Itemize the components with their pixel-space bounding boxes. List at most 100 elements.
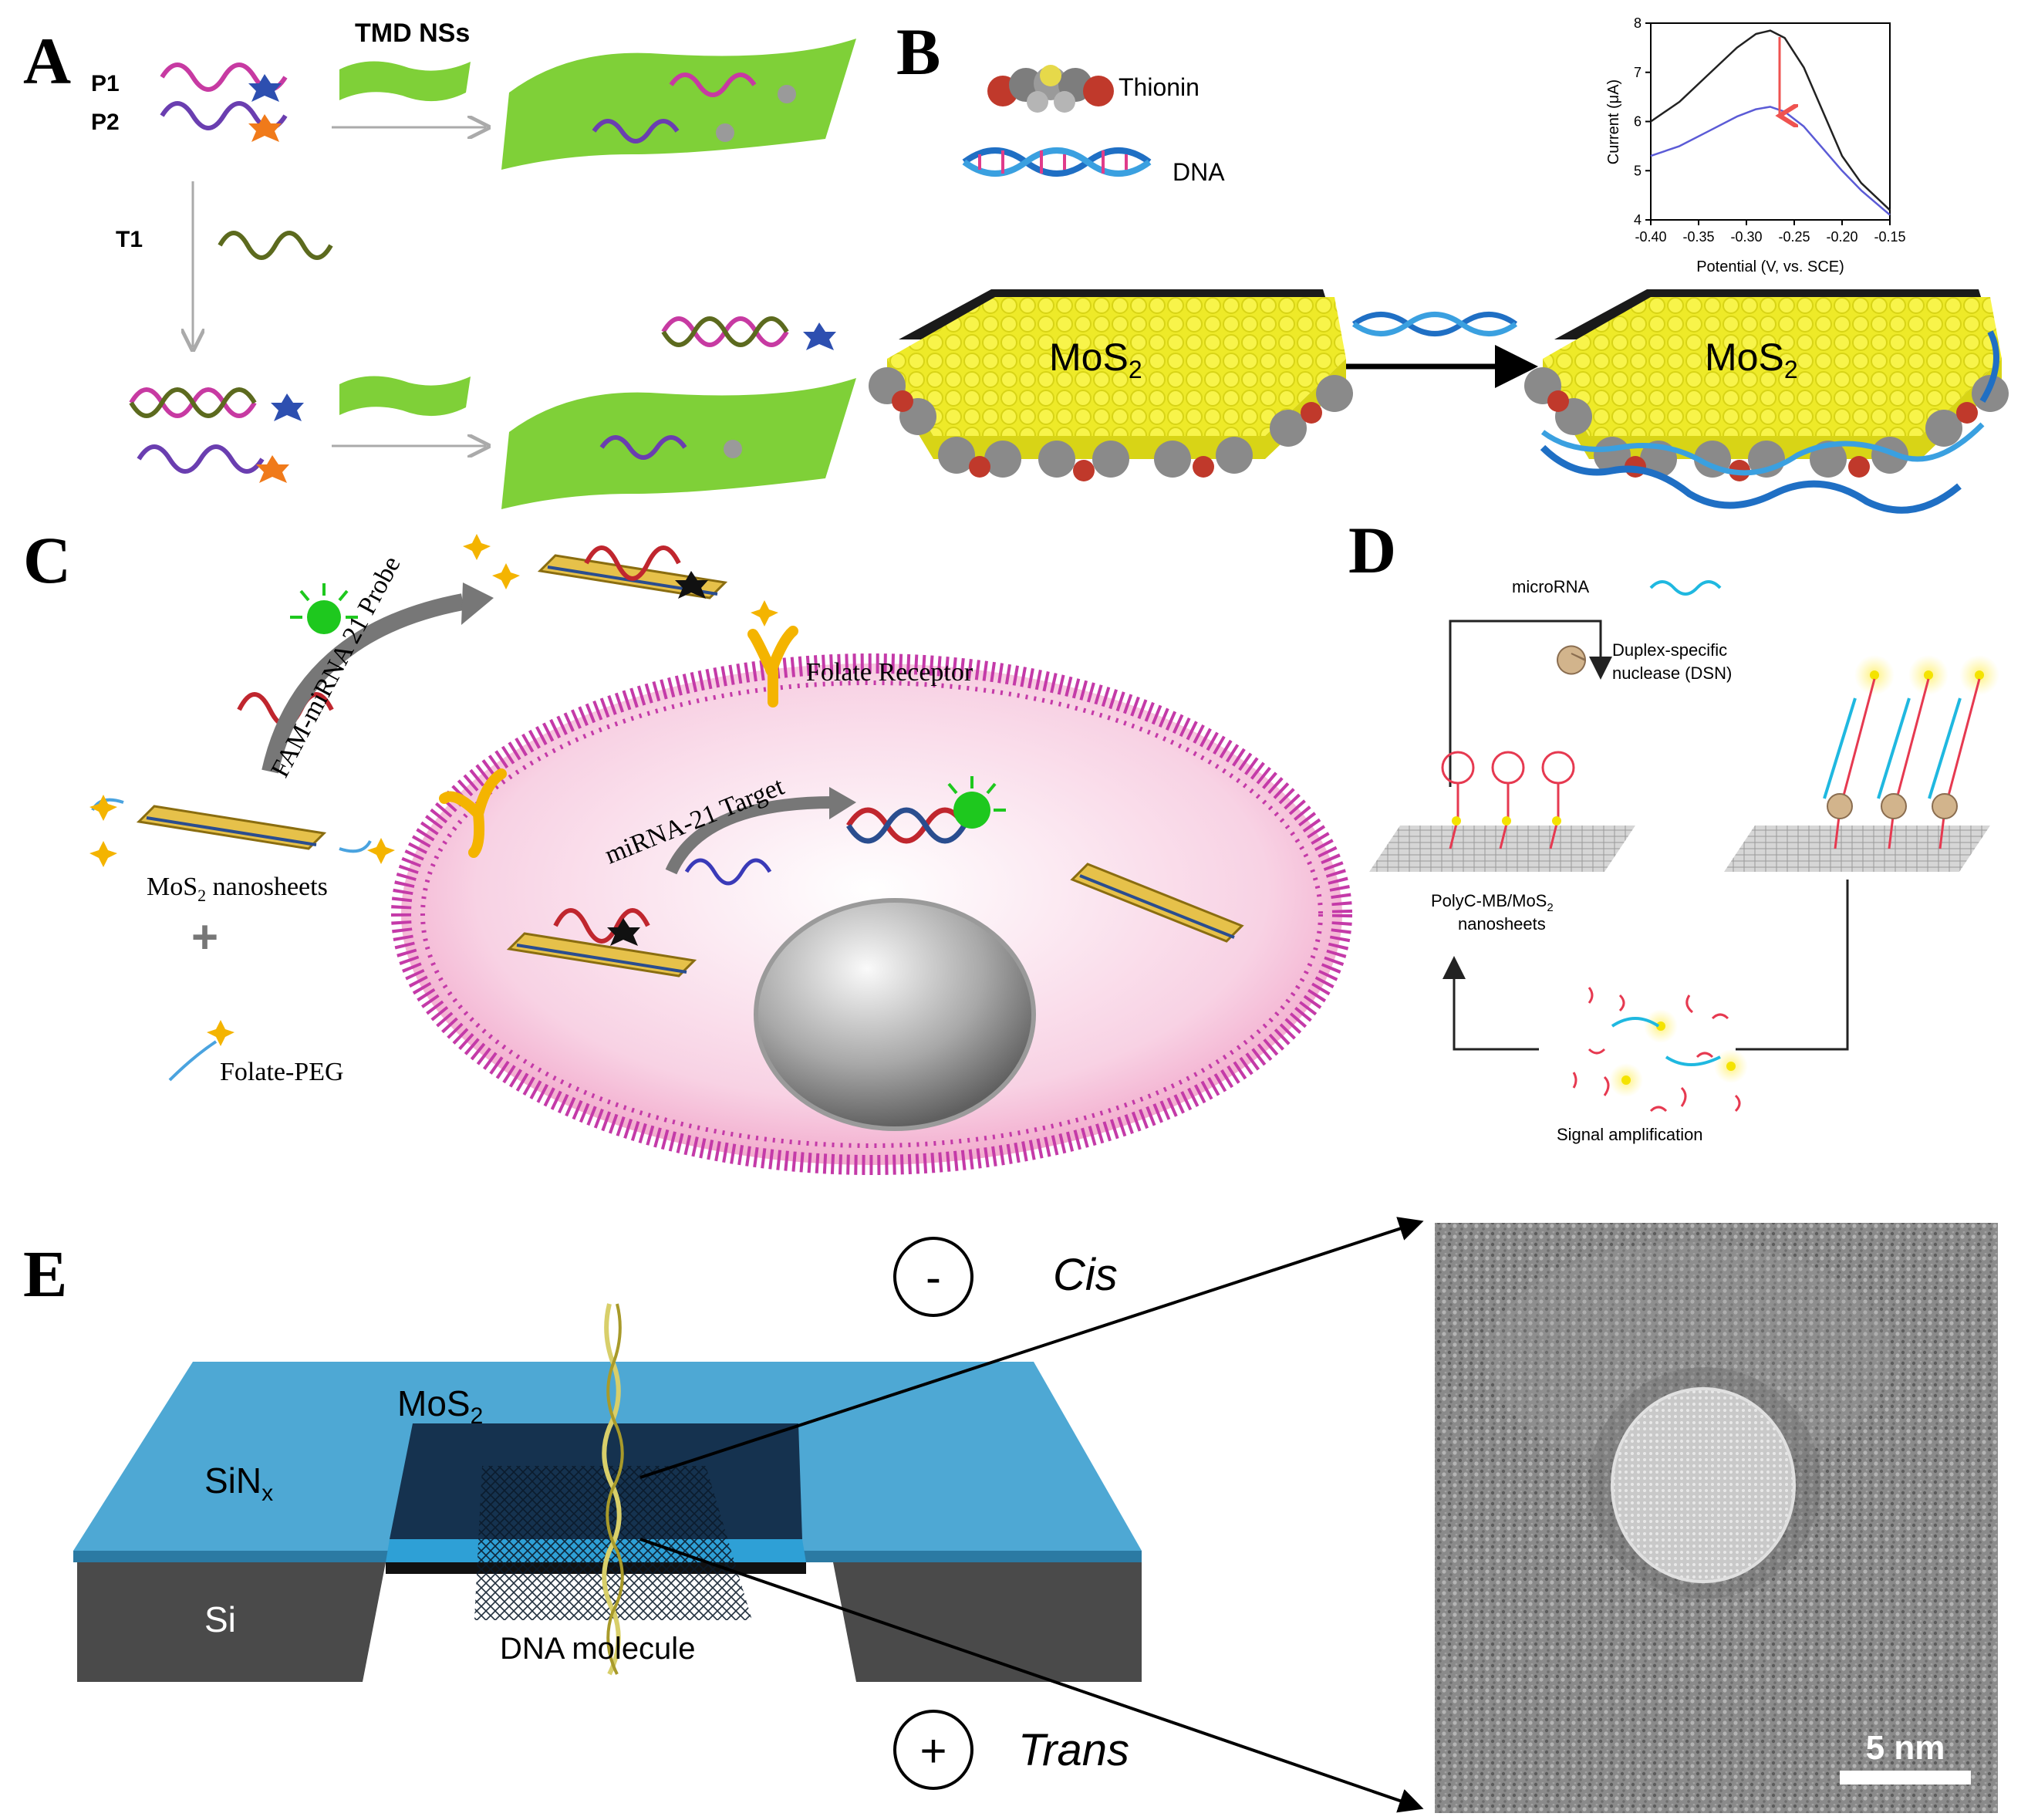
panel-a: A P1 P2 TMD NSs T1 bbox=[23, 19, 856, 509]
mos2-probe-complex-top bbox=[463, 534, 778, 626]
y-tick-label: 5 bbox=[1634, 163, 1642, 178]
cis-electrode-circle bbox=[893, 1237, 973, 1317]
nucleus bbox=[754, 898, 1036, 1131]
folate-receptor-icon bbox=[747, 626, 798, 707]
panel-d-letter: D bbox=[1348, 513, 1396, 587]
duplex-star-icon bbox=[271, 393, 304, 421]
x-tick-label: -0.30 bbox=[1730, 229, 1762, 245]
pointer-line-top bbox=[639, 1217, 1424, 1479]
peg-chain bbox=[168, 1040, 218, 1082]
quenched-dot-2 bbox=[716, 123, 734, 142]
label-sinx: SiNx bbox=[204, 1460, 273, 1506]
p2-bottom bbox=[137, 444, 265, 474]
panel-e-letter: E bbox=[23, 1237, 67, 1311]
fam-fluorophore-icon bbox=[307, 600, 341, 634]
label-tmd-nss: TMD NSs bbox=[355, 19, 470, 48]
target-arrow-head bbox=[829, 787, 856, 819]
y-tick-label: 7 bbox=[1634, 65, 1642, 80]
tem-image: 5 nm bbox=[1435, 1223, 1998, 1813]
scale-bar bbox=[1840, 1771, 1971, 1785]
label-polyc-mb: PolyC-MB/MoS2 bbox=[1431, 891, 1554, 914]
probe-arrow bbox=[261, 593, 465, 774]
p1-fluorophore-star-icon bbox=[248, 74, 282, 102]
tmd-sheet-small-2 bbox=[339, 376, 471, 417]
panel-d: D microRNA Duplex-specific nuclease (DSN… bbox=[1348, 513, 1999, 1144]
label-mos2-device: MoS2 bbox=[397, 1383, 483, 1429]
opened-probes bbox=[1823, 655, 1999, 849]
x-tick-label: -0.15 bbox=[1874, 229, 1905, 245]
mos2-sheet-left bbox=[1369, 826, 1635, 872]
si-right bbox=[833, 1562, 1142, 1682]
adsorbed-p2-bottom bbox=[599, 435, 687, 460]
x-tick-label: -0.40 bbox=[1635, 229, 1666, 245]
chart-x-label: Potential (V, vs. SCE) bbox=[1696, 258, 1844, 275]
legend-dna: DNA bbox=[1173, 158, 1225, 186]
label-p1: P1 bbox=[91, 71, 120, 96]
panel-b: B Thionin DNA bbox=[869, 15, 2009, 514]
duplex-t1 bbox=[129, 387, 257, 418]
dna-molecule-strand-2 bbox=[606, 1303, 624, 1675]
dna-helix-icon bbox=[962, 147, 1152, 177]
mos2-left-label: MoS2 bbox=[1049, 336, 1142, 383]
tem-haze bbox=[1489, 1242, 1890, 1474]
beacon-dye bbox=[1452, 816, 1461, 826]
dna-helix-icon-arrow bbox=[1351, 312, 1518, 336]
label-signal-amplification: Signal amplification bbox=[1557, 1125, 1703, 1144]
label-probe: FAM-miRNA 21 Probe bbox=[265, 552, 406, 782]
label-plus: + bbox=[919, 1725, 946, 1777]
tmd-sheet-large-top bbox=[501, 39, 856, 170]
t1-strand bbox=[218, 231, 333, 260]
y-tick-label: 6 bbox=[1634, 114, 1642, 130]
folate-receptor-icon-2 bbox=[439, 768, 507, 858]
si-left bbox=[77, 1562, 386, 1682]
adsorbed-p1 bbox=[669, 73, 757, 97]
series-line-1 bbox=[1650, 29, 1891, 211]
x-tick-label: -0.20 bbox=[1826, 229, 1857, 245]
thionin-molecule-icon bbox=[987, 65, 1114, 113]
label-folate-receptor: Folate Receptor bbox=[806, 658, 973, 687]
p2-fluorophore-star-icon bbox=[248, 114, 282, 142]
target-mirna bbox=[684, 858, 772, 886]
label-microrna: microRNA bbox=[1512, 577, 1590, 596]
label-mos2-nanosheets: MoS2 nanosheets bbox=[147, 873, 328, 905]
label-si: Si bbox=[204, 1599, 236, 1639]
released-star-icon bbox=[803, 322, 836, 350]
label-t1: T1 bbox=[116, 227, 143, 252]
label-cis: Cis bbox=[1053, 1250, 1118, 1300]
mos2-slab-left: MoS2 bbox=[869, 289, 1353, 481]
tmd-sheet-small bbox=[339, 61, 471, 102]
label-p2: P2 bbox=[91, 110, 120, 135]
mos2-nanosheet-inside-right bbox=[1070, 863, 1244, 943]
cycle-arrow-top bbox=[1449, 620, 1612, 787]
plus-sign: + bbox=[191, 911, 218, 963]
mos2-nanosheet-free bbox=[89, 795, 395, 867]
tem-nanopore bbox=[1611, 1387, 1796, 1583]
mos2-probe-complex-inside bbox=[506, 908, 697, 978]
released-t1 bbox=[661, 316, 789, 347]
microrna-icon bbox=[1649, 580, 1722, 596]
probe-arrow-head bbox=[461, 582, 494, 625]
cycle-arrow-left bbox=[1442, 956, 1539, 1051]
folate-star-icon bbox=[207, 1020, 235, 1046]
membrane-inner bbox=[420, 680, 1323, 1148]
legend-thionin: Thionin bbox=[1119, 73, 1200, 101]
released-duplex-glowing bbox=[846, 776, 1006, 844]
panel-c: C Folate Receptor MoS2 nanosheets + Fola… bbox=[23, 523, 1352, 1175]
x-tick-label: -0.25 bbox=[1778, 229, 1810, 245]
panel-e: E - Cis + Trans MoS2 SiNx Si DNA molecul… bbox=[23, 1217, 1998, 1813]
dsn-enzyme-icon bbox=[1557, 645, 1587, 675]
beacon-dye-2 bbox=[1502, 816, 1511, 826]
quenched-dot-3 bbox=[724, 440, 742, 458]
scale-bar-label: 5 nm bbox=[1866, 1729, 1945, 1767]
label-dsn-2: nuclease (DSN) bbox=[1612, 664, 1732, 683]
cycle-arrow-right bbox=[1736, 880, 1849, 1051]
p2-bottom-star-icon bbox=[256, 455, 289, 483]
mos2-sheet-right bbox=[1724, 826, 1990, 872]
panel-a-letter: A bbox=[23, 24, 71, 98]
panel-b-letter: B bbox=[896, 15, 940, 89]
label-minus: - bbox=[926, 1251, 941, 1303]
y-tick-label: 4 bbox=[1634, 212, 1642, 228]
beacon-dye-3 bbox=[1552, 816, 1561, 826]
y-tick-label: 8 bbox=[1634, 15, 1642, 31]
